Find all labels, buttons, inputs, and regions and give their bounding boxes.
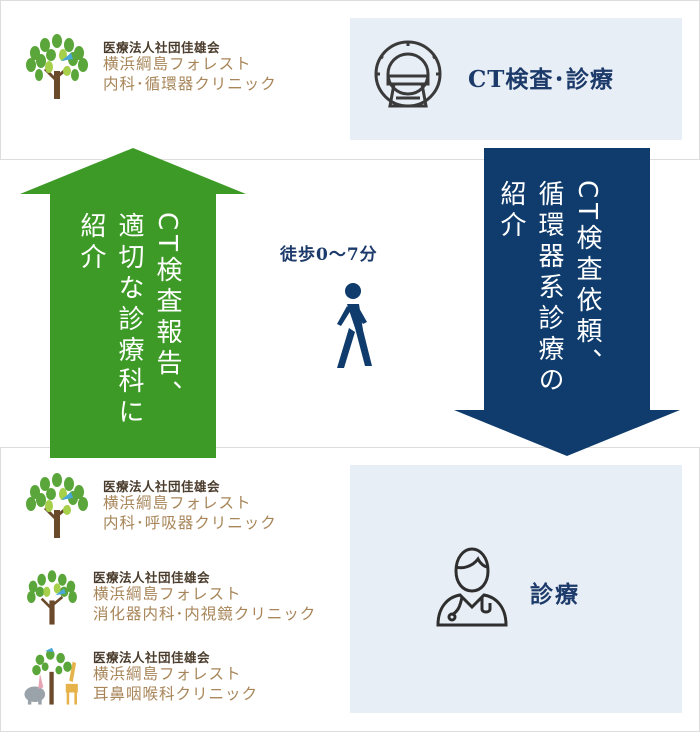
ct-request-referral-text: CT検査依頼、 循環器系診療の 紹介 (496, 180, 602, 397)
tree-bird-logo-icon (26, 473, 88, 538)
corporation-name: 医療法人社団佳雄会 (93, 649, 211, 665)
clinic-name-line1: 横浜綱島フォレスト (93, 665, 242, 684)
walking-person-icon (337, 283, 372, 368)
tree-bird-logo-icon (27, 570, 77, 625)
clinic-respiratory: 医療法人社団佳雄会 横浜綱島フォレスト 内科･呼吸器クリニック (21, 470, 277, 542)
clinic-name-line2: 内科･循環器クリニック (103, 74, 277, 93)
referral-up-arrow (20, 148, 246, 458)
diagnosis-box: 診療 (350, 465, 682, 713)
clinic-name-line2: 消化器内科･内視鏡クリニック (93, 604, 317, 623)
corporation-name: 医療法人社団佳雄会 (93, 569, 211, 585)
clinic-name-line1: 横浜綱島フォレスト (93, 585, 242, 604)
request-down-arrow (454, 148, 680, 456)
clinic-name-line1: 横浜綱島フォレスト (103, 55, 252, 74)
walking-time-label: 徒歩0～7分 (280, 245, 378, 265)
ct-scanner-icon (374, 40, 442, 108)
ct-exam-label: CT検査･診療 (468, 66, 614, 93)
diagnosis-label: 診療 (530, 581, 580, 608)
clinic-name-line2: 内科･呼吸器クリニック (103, 513, 277, 532)
tree-animals-logo-icon (24, 647, 78, 705)
clinic-ent: 医療法人社団佳雄会 横浜綱島フォレスト 耳鼻咽喉科クリニック (21, 646, 258, 708)
ct-box: CT検査･診療 (350, 18, 682, 140)
top-clinic: 医療法人社団佳雄会 横浜綱島フォレスト 内科･循環器クリニック (21, 31, 277, 103)
ct-report-referral-text: CT検査報告、 適切な診療科に 紹介 (76, 212, 182, 429)
clinic-name-line2: 耳鼻咽喉科クリニック (93, 684, 259, 703)
tree-bird-logo-icon (26, 34, 88, 99)
doctor-icon (436, 547, 508, 627)
clinic-name-line1: 横浜綱島フォレスト (103, 494, 252, 513)
corporation-name: 医療法人社団佳雄会 (103, 39, 221, 55)
corporation-name: 医療法人社団佳雄会 (103, 478, 221, 494)
clinic-gastro: 医療法人社団佳雄会 横浜綱島フォレスト 消化器内科･内視鏡クリニック (21, 566, 316, 628)
